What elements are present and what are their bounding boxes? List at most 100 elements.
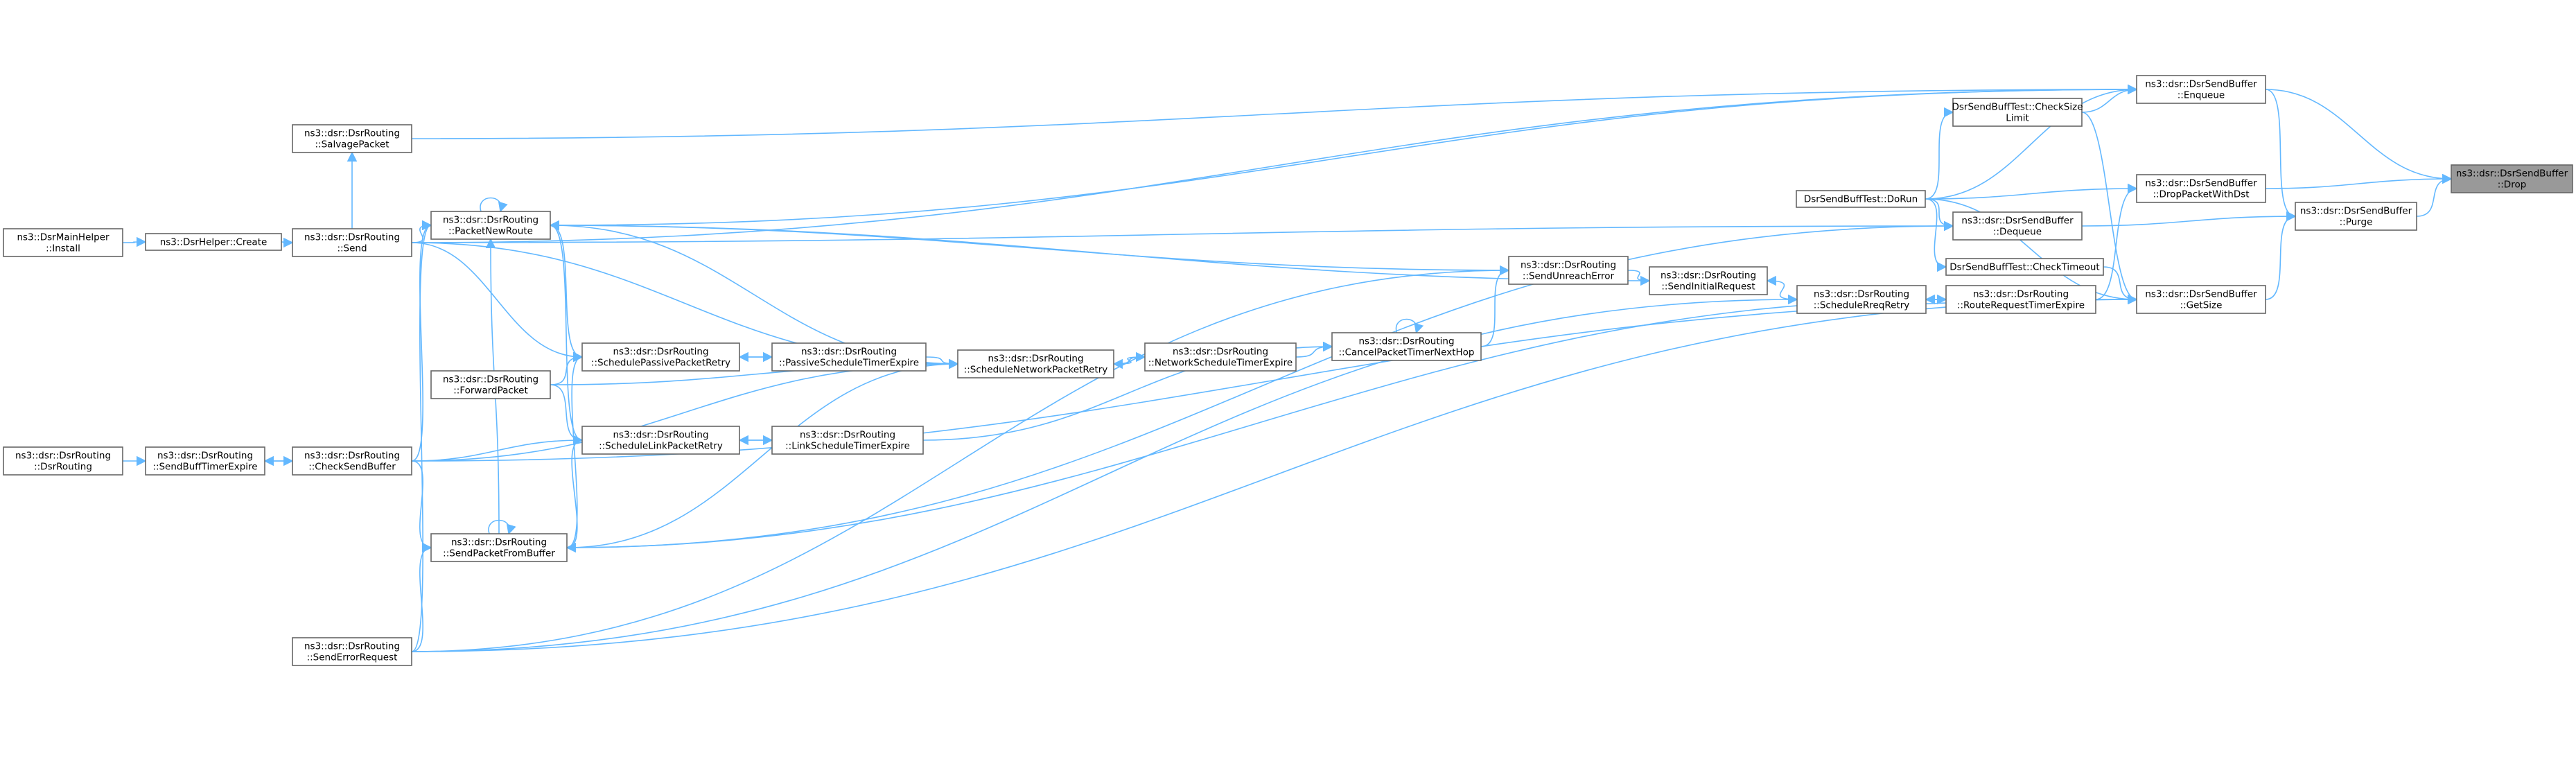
edge-purge-to-drop	[2416, 173, 2453, 217]
node-label-dequeue-line-1: ::Dequeue	[1993, 227, 2042, 238]
node-label-schedpassive-line-0: ns3::dsr::DsrRouting	[613, 347, 708, 358]
node-sendinitreq[interactable]: ns3::dsr::DsrRouting::SendInitialRequest	[1649, 266, 1768, 295]
node-label-netsched-line-1: ::NetworkScheduleTimerExpire	[1148, 358, 1293, 369]
node-send[interactable]: ns3::dsr::DsrRouting::Send	[292, 228, 412, 257]
node-netsched[interactable]: ns3::dsr::DsrRouting::NetworkScheduleTim…	[1144, 342, 1297, 372]
edge-getsize-to-purge	[2265, 211, 2297, 300]
node-box-senderror[interactable]	[292, 637, 412, 666]
node-box-checksendbuf[interactable]	[292, 446, 412, 476]
node-label-send-line-0: ns3::dsr::DsrRouting	[304, 232, 400, 243]
node-cancelpkt[interactable]: ns3::dsr::DsrRouting::CancelPacketTimerN…	[1331, 332, 1482, 361]
node-label-sendfrombuf-line-1: ::SendPacketFromBuffer	[443, 548, 555, 559]
node-label-schednet-line-0: ns3::dsr::DsrRouting	[988, 354, 1083, 365]
node-label-routereqtimer-line-1: ::RouteRequestTimerExpire	[1957, 300, 2085, 311]
node-label-passivesched-line-0: ns3::dsr::DsrRouting	[801, 347, 897, 358]
node-schedlink[interactable]: ns3::dsr::DsrRouting::ScheduleLinkPacket…	[581, 426, 740, 455]
edge-sendunreach-to-newroute	[549, 220, 1509, 271]
edge-newroute-to-newroute	[480, 197, 508, 213]
node-box-checksizelimit[interactable]	[1952, 98, 2083, 127]
node-box-create[interactable]	[145, 233, 282, 251]
edge-sendfrombuf-to-schednet	[566, 358, 959, 548]
node-label-install-line-0: ns3::DsrMainHelper	[17, 232, 109, 243]
node-label-forward-line-0: ns3::dsr::DsrRouting	[443, 374, 538, 385]
node-box-forward[interactable]	[430, 370, 551, 399]
node-newroute[interactable]: ns3::dsr::DsrRouting::PacketNewRoute	[430, 211, 551, 240]
node-label-schedreqretry-line-0: ns3::dsr::DsrRouting	[1814, 289, 1909, 300]
node-dequeue[interactable]: ns3::dsr::DsrSendBuffer::Dequeue	[1952, 211, 2083, 241]
node-schedreqretry[interactable]: ns3::dsr::DsrRouting::ScheduleRreqRetry	[1796, 285, 1927, 314]
node-box-cancelpkt[interactable]	[1331, 332, 1482, 361]
node-dropwithdst[interactable]: ns3::dsr::DsrSendBuffer::DropPacketWithD…	[2136, 174, 2266, 203]
node-getsize[interactable]: ns3::dsr::DsrSendBuffer::GetSize	[2136, 285, 2266, 314]
node-label-dsrrouting-line-0: ns3::dsr::DsrRouting	[15, 451, 111, 462]
node-box-linksched[interactable]	[771, 426, 924, 455]
node-sendbufftimer[interactable]: ns3::dsr::DsrRouting::SendBuffTimerExpir…	[145, 446, 265, 476]
node-box-dsrrouting[interactable]	[3, 446, 123, 476]
node-label-salvage-line-0: ns3::dsr::DsrRouting	[304, 128, 400, 139]
edge-sendfrombuf-to-dequeue	[566, 220, 1954, 548]
node-label-drop-line-1: ::Drop	[2498, 180, 2527, 191]
node-box-enqueue[interactable]	[2136, 75, 2266, 104]
node-label-purge-line-1: ::Purge	[2340, 217, 2373, 228]
node-box-schedlink[interactable]	[581, 426, 740, 455]
node-sendunreach[interactable]: ns3::dsr::DsrRouting::SendUnreachError	[1508, 256, 1629, 285]
node-label-sendfrombuf-line-0: ns3::dsr::DsrRouting	[451, 537, 547, 548]
node-label-schedpassive-line-1: ::SchedulePassivePacketRetry	[591, 358, 730, 369]
node-enqueue[interactable]: ns3::dsr::DsrSendBuffer::Enqueue	[2136, 75, 2266, 104]
node-label-newroute-line-1: ::PacketNewRoute	[448, 226, 533, 237]
node-box-dorun[interactable]	[1796, 190, 1926, 208]
node-schednet[interactable]: ns3::dsr::DsrRouting::ScheduleNetworkPac…	[957, 349, 1114, 378]
node-box-salvage[interactable]	[292, 124, 412, 153]
node-label-checksizelimit-line-0: DsrSendBuffTest::CheckSize	[1952, 102, 2083, 113]
call-nodes: ns3::dsr::DsrSendBuffer::Dropns3::dsr::D…	[3, 75, 2573, 666]
node-label-checksendbuf-line-1: ::CheckSendBuffer	[308, 462, 396, 473]
node-drop[interactable]: ns3::dsr::DsrSendBuffer::Drop	[2451, 164, 2573, 193]
node-box-purge[interactable]	[2295, 202, 2417, 231]
node-box-routereqtimer[interactable]	[1945, 285, 2096, 314]
node-label-schedlink-line-0: ns3::dsr::DsrRouting	[613, 430, 708, 441]
node-box-getsize[interactable]	[2136, 285, 2266, 314]
node-box-schednet[interactable]	[957, 349, 1114, 378]
node-dorun[interactable]: DsrSendBuffTest::DoRun	[1796, 190, 1926, 208]
node-create[interactable]: ns3::DsrHelper::Create	[145, 233, 282, 251]
node-box-sendunreach[interactable]	[1508, 256, 1629, 285]
node-box-netsched[interactable]	[1144, 342, 1297, 372]
node-dsrrouting[interactable]: ns3::dsr::DsrRouting::DsrRouting	[3, 446, 123, 476]
node-box-sendinitreq[interactable]	[1649, 266, 1768, 295]
node-box-dropwithdst[interactable]	[2136, 174, 2266, 203]
node-box-install[interactable]	[3, 228, 123, 257]
node-box-sendfrombuf[interactable]	[430, 533, 568, 562]
node-passivesched[interactable]: ns3::dsr::DsrRouting::PassiveScheduleTim…	[771, 342, 927, 372]
node-box-drop[interactable]	[2451, 164, 2573, 193]
node-box-newroute[interactable]	[430, 211, 551, 240]
node-box-checktimeout[interactable]	[1945, 258, 2104, 276]
node-forward[interactable]: ns3::dsr::DsrRouting::ForwardPacket	[430, 370, 551, 399]
node-senderror[interactable]: ns3::dsr::DsrRouting::SendErrorRequest	[292, 637, 412, 666]
node-checktimeout[interactable]: DsrSendBuffTest::CheckTimeout	[1945, 258, 2104, 276]
node-salvage[interactable]: ns3::dsr::DsrRouting::SalvagePacket	[292, 124, 412, 153]
node-sendfrombuf[interactable]: ns3::dsr::DsrRouting::SendPacketFromBuff…	[430, 533, 568, 562]
node-linksched[interactable]: ns3::dsr::DsrRouting::LinkScheduleTimerE…	[771, 426, 924, 455]
node-label-sendunreach-line-1: ::SendUnreachError	[1523, 271, 1615, 282]
edge-senderror-to-newroute	[411, 220, 432, 652]
edge-forward-to-schedlink	[550, 384, 584, 446]
node-box-send[interactable]	[292, 228, 412, 257]
node-label-drop-line-0: ns3::dsr::DsrSendBuffer	[2456, 168, 2568, 180]
node-install[interactable]: ns3::DsrMainHelper::Install	[3, 228, 123, 257]
node-box-schedpassive[interactable]	[581, 342, 740, 372]
node-label-passivesched-line-1: ::PassiveScheduleTimerExpire	[779, 358, 919, 369]
node-checksendbuf[interactable]: ns3::dsr::DsrRouting::CheckSendBuffer	[292, 446, 412, 476]
node-box-sendbufftimer[interactable]	[145, 446, 265, 476]
node-box-dequeue[interactable]	[1952, 211, 2083, 241]
node-box-schedreqretry[interactable]	[1796, 285, 1927, 314]
edge-enqueue-to-purge	[2265, 89, 2297, 222]
node-box-passivesched[interactable]	[771, 342, 927, 372]
node-label-getsize-line-1: ::GetSize	[2180, 300, 2223, 311]
node-label-cancelpkt-line-1: ::CancelPacketTimerNextHop	[1338, 347, 1474, 358]
node-label-create-line-0: ns3::DsrHelper::Create	[160, 237, 268, 248]
node-purge[interactable]: ns3::dsr::DsrSendBuffer::Purge	[2295, 202, 2417, 231]
node-label-linksched-line-0: ns3::dsr::DsrRouting	[800, 430, 895, 441]
node-schedpassive[interactable]: ns3::dsr::DsrRouting::SchedulePassivePac…	[581, 342, 740, 372]
node-routereqtimer[interactable]: ns3::dsr::DsrRouting::RouteRequestTimerE…	[1945, 285, 2096, 314]
